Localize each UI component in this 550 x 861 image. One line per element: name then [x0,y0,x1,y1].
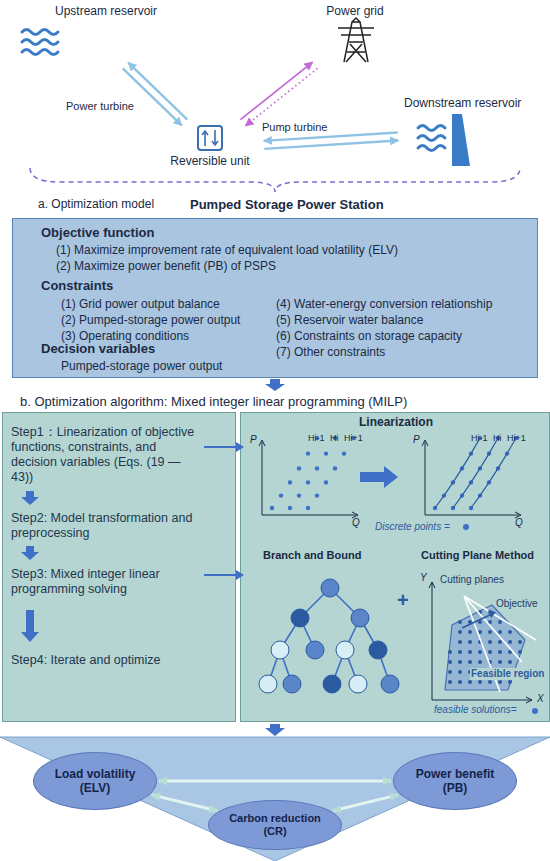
node-text: Objective function [41,225,341,241]
node-text: Upstream reservoir [55,4,165,18]
connector [264,140,398,148]
upstream-reservoir-icon [22,30,58,55]
unit-node: Reversible unit [160,124,262,172]
curve-label: Hi-1 [471,433,488,444]
key-label: Discrete points = [375,521,450,533]
result-triangle [0,737,550,861]
plus-sign: + [397,588,409,612]
node-text: (4) Water-energy conversion relationship [276,297,531,311]
curve-label: Hi-1 [308,433,325,444]
reversible-unit-icon [202,130,218,146]
curve-label: Hi+1 [344,433,363,444]
flow-label: Pump turbine [262,121,327,134]
result-ellipse: Carbon reduction (CR) [208,800,342,850]
connector [128,63,187,120]
node-text: Step2: Model transformation and preproce… [11,511,201,541]
curve-label: Hi+1 [507,433,526,444]
flow-label: Power turbine [66,100,134,113]
downstream-reservoir-icon [418,114,470,166]
node-text: Linearization [341,415,451,429]
figure-label: Feasible region [470,668,545,680]
section-label: a. Optimization model [38,197,154,211]
result-ellipse: Load volatility (ELV) [33,752,157,810]
node-text: Power benefit (PB) [407,767,503,796]
node-text: (1) Grid power output balance [61,297,266,311]
connector [152,795,217,811]
connector [264,133,398,141]
axis-label: P [250,434,257,446]
flow-arrow [265,379,285,391]
figure-label: Cutting planes [440,574,504,586]
node-text: Load volatility (ELV) [47,767,143,796]
flow-arrow [265,724,285,736]
connector [159,780,391,783]
model-box: Objective function (1) Maximize improveme… [12,218,538,378]
connector [245,68,317,126]
station-label: Pumped Storage Power Station [190,197,384,213]
axis-label: Q [515,517,523,529]
upstream-reservoir-icon [22,50,58,55]
node-text: Step3: Mixed integer linear programming … [11,567,201,597]
node-text: (2) Maximize power benefit (PB) of PSPS [56,259,526,273]
node-text: Decision variables [41,341,241,357]
upstream-reservoir-icon [22,30,58,35]
figure-label: Objective [496,598,538,610]
node-text: (5) Reservoir water balance [276,313,531,327]
node-text: Constraints [41,278,241,294]
grid-node: Power grid [315,2,396,64]
node-text: Power grid [318,4,392,18]
node-text: Pumped-storage power output [61,359,266,373]
downstream-reservoir-icon [452,114,470,166]
station-brace [30,168,520,192]
curve-label: Hi [493,433,502,444]
transmission-tower-icon [338,18,374,62]
connector [123,68,182,125]
upstream-reservoir-icon [22,40,58,45]
algorithm-steps-box: Step1：Linearization of objective functio… [2,412,236,722]
node-text: Carbon reduction (CR) [225,812,325,838]
axis-label: X [537,693,544,705]
section-label: b. Optimization algorithm: Mixed integer… [20,394,407,410]
key-label: feasible solutions= [434,704,517,716]
axis-label: Q [352,517,360,529]
node-text: Downstream reservoir [404,96,536,110]
node-text: Reversible unit [162,154,258,168]
axis-label: Y [420,572,427,584]
node-text: Branch and Bound [263,549,383,562]
node-text: (6) Constraints on storage capacity [276,329,531,343]
station-brace [30,168,520,192]
node-text: Step1：Linearization of objective functio… [11,425,201,485]
connector [333,795,398,811]
reservoir-node: Downstream reservoir [400,94,540,170]
reversible-unit-icon [198,126,222,150]
node-text: Step4: Iterate and optimize [11,653,201,668]
reservoir-node: Upstream reservoir [15,2,169,64]
curve-label: Hi [330,433,339,444]
node-text: Cutting Plane Method [421,549,547,562]
node-text: (2) Pumped-storage power output [61,313,266,327]
node-text: (1) Maximize improvement rate of equival… [56,243,526,257]
reversible-unit-icon [198,126,222,150]
transmission-tower-icon [338,18,374,62]
axis-label: P [413,434,420,446]
result-ellipse: Power benefit (PB) [393,752,517,810]
result-triangle [0,737,550,861]
node-text: (7) Other constraints [276,345,531,359]
downstream-reservoir-icon [418,126,445,151]
connector [240,62,312,120]
